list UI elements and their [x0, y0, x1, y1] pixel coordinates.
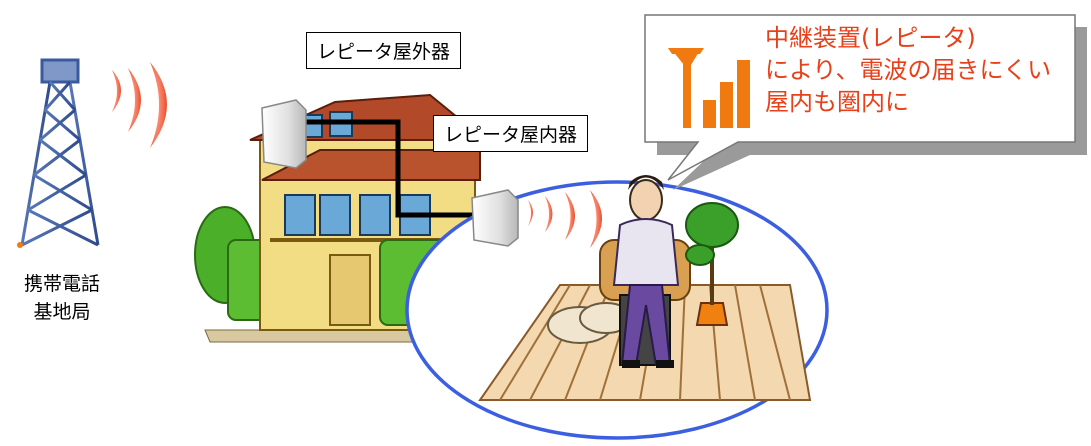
plant-icon: [685, 202, 739, 326]
signal-waves-icon: [112, 62, 167, 148]
callout-bubble: [644, 14, 1087, 190]
cell-tower-icon: [17, 50, 100, 248]
house-icon: [194, 93, 488, 343]
base-station-line2: 基地局: [33, 301, 91, 323]
outdoor-repeater-unit-icon: [261, 99, 307, 169]
antenna-bars-icon: [668, 48, 750, 128]
indoor-repeater-unit-icon: [471, 189, 519, 247]
person-on-phone-icon: [599, 175, 691, 368]
indoor-signal-waves-icon: [528, 190, 602, 248]
repeater-cable: [300, 119, 480, 218]
callout-text: 中継装置(レピータ) により、電波の届きにくい 屋内も圏内に: [765, 22, 1051, 118]
base-station-line1: 携帯電話: [23, 273, 100, 295]
outdoor-unit-label: レピータ屋外器: [306, 32, 462, 69]
callout-line1: 中継装置(レピータ): [765, 24, 976, 52]
base-station-label: 携帯電話 基地局: [22, 270, 102, 326]
indoor-unit-label: レピータ屋内器: [433, 115, 589, 152]
callout-line2: により、電波の届きにくい: [765, 56, 1052, 84]
callout-line3: 屋内も圏内に: [765, 88, 909, 116]
